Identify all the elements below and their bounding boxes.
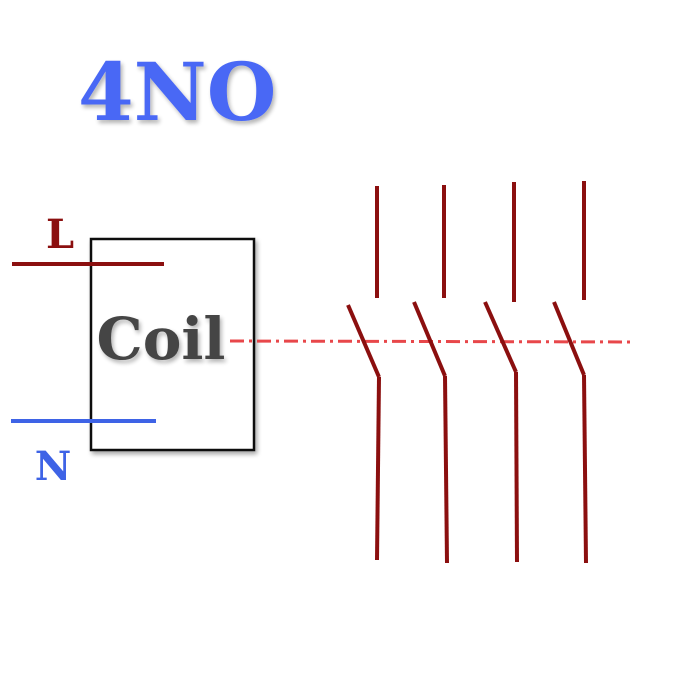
contact-1-lower-terminal bbox=[375, 376, 381, 561]
contact-2-lower-terminal bbox=[443, 375, 449, 564]
contact-2-switch-blade bbox=[412, 301, 447, 377]
contact-3-lower-terminal bbox=[514, 371, 519, 563]
diagram-title: 4NO bbox=[78, 45, 276, 139]
contact-3 bbox=[483, 182, 519, 563]
contact-4-switch-blade bbox=[552, 301, 586, 376]
contact-1 bbox=[346, 186, 381, 561]
line-terminal-label: L bbox=[46, 211, 74, 258]
coil-label: Coil bbox=[97, 305, 226, 373]
contact-1-switch-blade bbox=[346, 304, 381, 378]
neutral-terminal-label: N bbox=[35, 443, 72, 490]
coil-box bbox=[89, 237, 256, 452]
contact-2 bbox=[412, 185, 449, 564]
contact-3-switch-blade bbox=[483, 301, 518, 373]
contact-4 bbox=[552, 181, 588, 564]
contact-4-lower-terminal bbox=[582, 374, 588, 564]
